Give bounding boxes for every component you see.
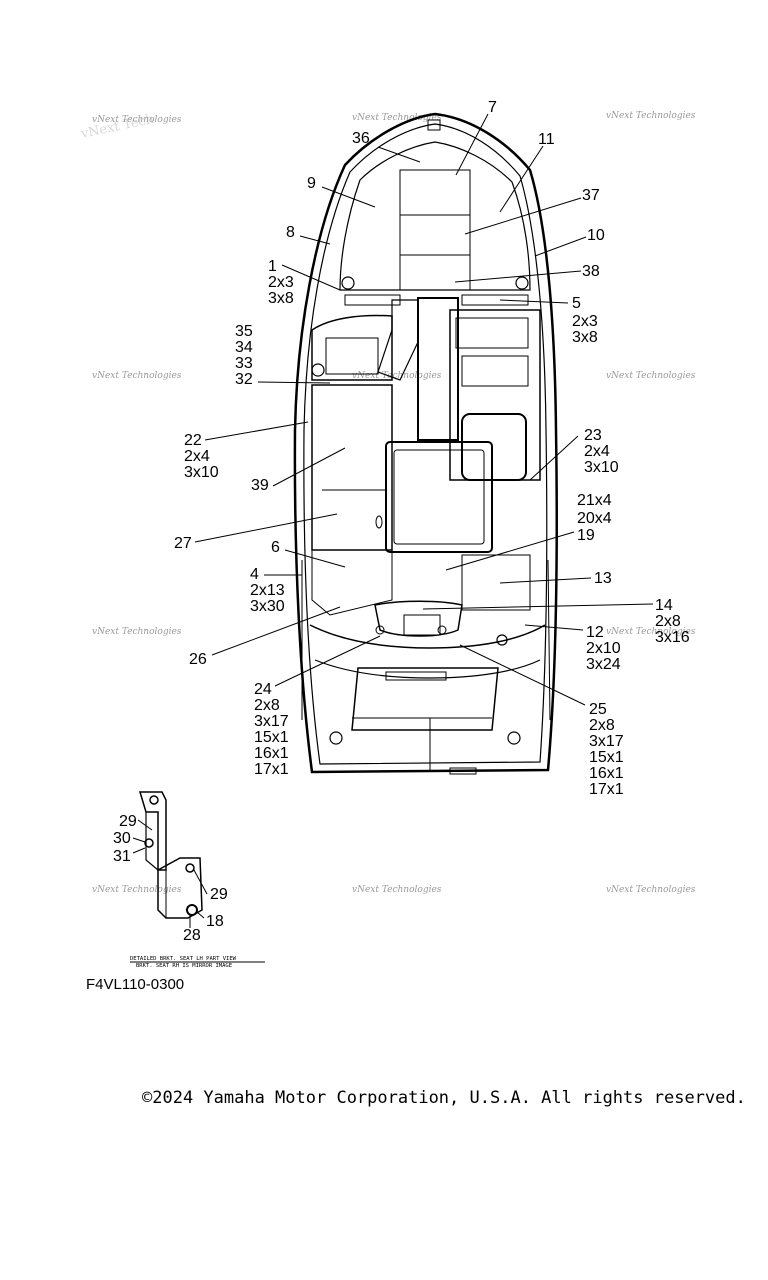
diagram-code: F4VL110-0300 (86, 976, 185, 993)
detail-caption-line-2: BRKT. SEAT RH IS MIRROR IMAGE (136, 963, 232, 969)
watermark: vNext Technologies (352, 113, 442, 123)
watermark: vNext Technologies (606, 371, 696, 381)
callout-25-qty-15: 15x1 (589, 749, 624, 766)
callout-24-qty-15: 15x1 (254, 729, 289, 746)
callout-5: 5 (572, 295, 581, 312)
callouts: 7 36 11 9 37 8 10 1 2x3 3x8 38 5 2x3 3x8… (174, 99, 690, 798)
callout-39: 39 (251, 477, 269, 494)
callout-22-qty-2: 2x4 (184, 448, 210, 465)
callout-19: 19 (577, 527, 595, 544)
callout-35: 35 (235, 323, 253, 340)
callout-28: 28 (183, 927, 201, 944)
callout-22-qty-3: 3x10 (184, 464, 219, 481)
detail-caption-line-1: DETAILED BRKT. SEAT LH PART VIEW (130, 956, 237, 962)
callout-23-qty-2: 2x4 (584, 443, 610, 460)
callout-23: 23 (584, 427, 602, 444)
callout-1: 1 (268, 258, 277, 275)
callout-12: 12 (586, 624, 604, 641)
callout-25-qty-17: 17x1 (589, 781, 624, 798)
watermark: vNext Technologies (92, 627, 182, 637)
callout-4-qty-2: 2x13 (250, 582, 285, 599)
callout-34: 34 (235, 339, 253, 356)
callout-25-qty-16: 16x1 (589, 765, 624, 782)
watermark: vNext Technologies (606, 885, 696, 895)
callout-23-qty-3: 3x10 (584, 459, 619, 476)
watermark: vNext Technologies (352, 885, 442, 895)
callout-24-qty-3: 3x17 (254, 713, 289, 730)
callout-21: 21x4 (577, 492, 612, 509)
callout-33: 33 (235, 355, 253, 372)
watermark: vNext Technologies (92, 115, 182, 125)
callout-24-qty-17: 17x1 (254, 761, 289, 778)
callout-12-qty-3: 3x24 (586, 656, 621, 673)
callout-26: 26 (189, 651, 207, 668)
callout-30: 30 (113, 830, 131, 847)
callout-24-qty-2: 2x8 (254, 697, 280, 714)
callout-9: 9 (307, 175, 316, 192)
callout-20: 20x4 (577, 510, 612, 527)
callout-29: 29 (119, 813, 137, 830)
callout-38: 38 (582, 263, 600, 280)
seat-bracket-detail: 29 30 31 29 18 28 DETAILED BRKT. SEAT LH… (113, 791, 265, 969)
callout-37: 37 (582, 187, 600, 204)
callout-5-qty-3: 3x8 (572, 329, 598, 346)
callout-14-qty-3: 3x16 (655, 629, 690, 646)
callout-6: 6 (271, 539, 280, 556)
watermark: vNext Technologies (92, 885, 182, 895)
callout-27: 27 (174, 535, 192, 552)
watermark: vNext Technologies (606, 111, 696, 121)
callout-12-qty-2: 2x10 (586, 640, 621, 657)
callout-25-qty-3: 3x17 (589, 733, 624, 750)
callout-14: 14 (655, 597, 673, 614)
callout-24: 24 (254, 681, 272, 698)
callout-22: 22 (184, 432, 202, 449)
callout-18: 18 (206, 913, 224, 930)
callout-4-qty-3: 3x30 (250, 598, 285, 615)
callout-1-qty-3: 3x8 (268, 290, 294, 307)
watermark: vNext Technologies (352, 371, 442, 381)
leader-lines (194, 113, 654, 706)
callout-25-qty-2: 2x8 (589, 717, 615, 734)
watermarks: vNext Tech vNext Technologies vNext Tech… (79, 111, 696, 895)
callout-32: 32 (235, 371, 253, 388)
callout-10: 10 (587, 227, 605, 244)
copyright-notice: ©2024 Yamaha Motor Corporation, U.S.A. A… (142, 1088, 746, 1108)
boat-hull-drawing (293, 112, 558, 775)
callout-7: 7 (488, 99, 497, 116)
callout-14-qty-2: 2x8 (655, 613, 681, 630)
callout-13: 13 (594, 570, 612, 587)
callout-25: 25 (589, 701, 607, 718)
callout-8: 8 (286, 224, 295, 241)
callout-4: 4 (250, 566, 259, 583)
callout-29-b: 29 (210, 886, 228, 903)
watermark: vNext Technologies (92, 371, 182, 381)
callout-11: 11 (538, 131, 555, 148)
callout-31: 31 (113, 848, 131, 865)
callout-36: 36 (352, 130, 370, 147)
watermark: vNext Technologies (606, 627, 696, 637)
callout-24-qty-16: 16x1 (254, 745, 289, 762)
callout-1-qty-2: 2x3 (268, 274, 294, 291)
callout-5-qty-2: 2x3 (572, 313, 598, 330)
